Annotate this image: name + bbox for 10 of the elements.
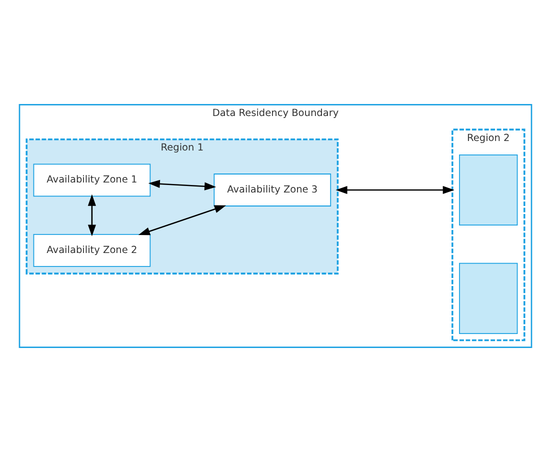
node-box (459, 262, 518, 334)
arrow (336, 186, 454, 194)
node-box (459, 154, 518, 226)
node-box: Availability Zone 1 (33, 164, 151, 197)
arrow (88, 194, 96, 236)
arrow (148, 180, 216, 190)
arrow (138, 205, 226, 236)
node-box: Availability Zone 2 (33, 234, 151, 267)
node-box: Availability Zone 3 (214, 174, 332, 206)
cluster: Region 2 (452, 128, 526, 342)
